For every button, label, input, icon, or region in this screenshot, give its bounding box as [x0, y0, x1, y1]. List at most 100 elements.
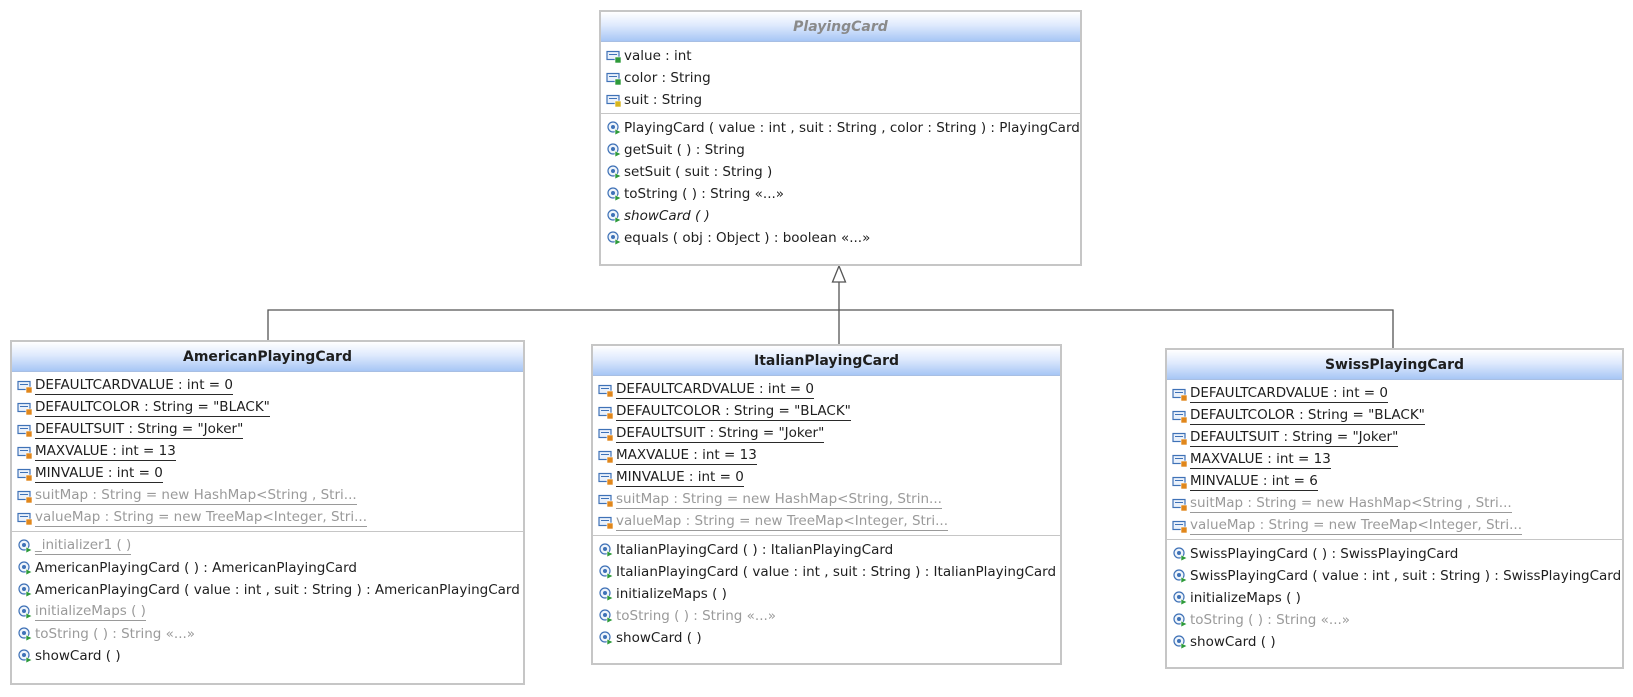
operation-text: showCard ( )	[624, 207, 710, 224]
attribute-compartment: DEFAULTCARDVALUE : int = 0 DEFAULTCOLOR :…	[12, 372, 523, 531]
operation-americanplayingcard[interactable]: AmericanPlayingCard ( ) : AmericanPlayin…	[12, 557, 523, 579]
field-icon	[1172, 410, 1188, 424]
operation-initializemaps[interactable]: initializeMaps ( )	[593, 583, 1060, 605]
attribute-text: MINVALUE : int = 0	[616, 469, 744, 487]
field-icon	[598, 516, 614, 530]
class-name: PlayingCard	[601, 12, 1080, 42]
method-icon	[607, 121, 622, 136]
method-icon	[599, 565, 614, 580]
attribute-text: MAXVALUE : int = 13	[35, 443, 176, 461]
method-icon	[607, 231, 622, 246]
method-icon	[599, 587, 614, 602]
field-icon	[598, 406, 614, 420]
operation-showcard[interactable]: showCard ( )	[593, 627, 1060, 649]
attribute-valuemap[interactable]: valueMap : String = new TreeMap<Integer,…	[1167, 515, 1622, 537]
method-icon	[18, 605, 33, 620]
operation-showcard[interactable]: showCard ( )	[12, 645, 523, 667]
field-icon	[598, 494, 614, 508]
attribute-text: DEFAULTSUIT : String = "Joker"	[35, 421, 244, 439]
class-name: ItalianPlayingCard	[593, 346, 1060, 376]
attribute-defaultcardvalue[interactable]: DEFAULTCARDVALUE : int = 0	[12, 375, 523, 397]
attribute-defaultcolor[interactable]: DEFAULTCOLOR : String = "BLACK"	[593, 401, 1060, 423]
attribute-text: suitMap : String = new HashMap<String , …	[1190, 495, 1512, 513]
field-icon	[598, 450, 614, 464]
attribute-text: suitMap : String = new HashMap<String, S…	[616, 491, 942, 509]
attribute-text: suitMap : String = new HashMap<String , …	[35, 487, 357, 505]
attribute-minvalue[interactable]: MINVALUE : int = 0	[593, 467, 1060, 489]
attribute-compartment: DEFAULTCARDVALUE : int = 0 DEFAULTCOLOR :…	[1167, 380, 1622, 539]
attribute-maxvalue[interactable]: MAXVALUE : int = 13	[1167, 449, 1622, 471]
attribute-defaultsuit[interactable]: DEFAULTSUIT : String = "Joker"	[593, 423, 1060, 445]
attribute-text: MAXVALUE : int = 13	[616, 447, 757, 465]
operation-swissplayingcard[interactable]: SwissPlayingCard ( value : int , suit : …	[1167, 565, 1622, 587]
operation-initializemaps[interactable]: initializeMaps ( )	[1167, 587, 1622, 609]
operation-showcard[interactable]: showCard ( )	[601, 205, 1080, 227]
operation-italianplayingcard[interactable]: ItalianPlayingCard ( value : int , suit …	[593, 561, 1060, 583]
attribute-defaultcolor[interactable]: DEFAULTCOLOR : String = "BLACK"	[12, 397, 523, 419]
operation-text: toString ( ) : String «...»	[35, 625, 196, 642]
operation-showcard[interactable]: showCard ( )	[1167, 631, 1622, 653]
operation-text: AmericanPlayingCard ( value : int , suit…	[35, 581, 520, 598]
method-icon	[599, 631, 614, 646]
attribute-text: MINVALUE : int = 0	[35, 465, 163, 483]
field-icon	[598, 472, 614, 486]
operation-tostring[interactable]: toString ( ) : String «...»	[12, 623, 523, 645]
operation-setsuit[interactable]: setSuit ( suit : String )	[601, 161, 1080, 183]
operation-equals[interactable]: equals ( obj : Object ) : boolean «...»	[601, 227, 1080, 249]
operation-swissplayingcard[interactable]: SwissPlayingCard ( ) : SwissPlayingCard	[1167, 543, 1622, 565]
attribute-valuemap[interactable]: valueMap : String = new TreeMap<Integer,…	[12, 507, 523, 529]
operation-text: getSuit ( ) : String	[624, 141, 745, 158]
attribute-text: DEFAULTCARDVALUE : int = 0	[616, 381, 814, 399]
operation-playingcard[interactable]: PlayingCard ( value : int , suit : Strin…	[601, 117, 1080, 139]
field-icon	[606, 72, 622, 86]
attribute-text: valueMap : String = new TreeMap<Integer,…	[1190, 517, 1522, 535]
attribute-defaultsuit[interactable]: DEFAULTSUIT : String = "Joker"	[12, 419, 523, 441]
attribute-minvalue[interactable]: MINVALUE : int = 6	[1167, 471, 1622, 493]
method-icon	[18, 649, 33, 664]
attribute-text: MAXVALUE : int = 13	[1190, 451, 1331, 469]
operation-text: toString ( ) : String «...»	[1190, 611, 1351, 628]
attribute-text: DEFAULTCOLOR : String = "BLACK"	[35, 399, 270, 417]
field-icon	[17, 380, 33, 394]
field-icon	[598, 384, 614, 398]
attribute-suit[interactable]: suit : String	[601, 89, 1080, 111]
operation-tostring[interactable]: toString ( ) : String «...»	[1167, 609, 1622, 631]
attribute-text: DEFAULTCOLOR : String = "BLACK"	[1190, 407, 1425, 425]
attribute-defaultcardvalue[interactable]: DEFAULTCARDVALUE : int = 0	[593, 379, 1060, 401]
operation-text: equals ( obj : Object ) : boolean «...»	[624, 229, 871, 246]
operation-text: SwissPlayingCard ( value : int , suit : …	[1190, 567, 1622, 584]
attribute-suitmap[interactable]: suitMap : String = new HashMap<String, S…	[593, 489, 1060, 511]
operation-italianplayingcard[interactable]: ItalianPlayingCard ( ) : ItalianPlayingC…	[593, 539, 1060, 561]
operation-initializemaps[interactable]: initializeMaps ( )	[12, 601, 523, 623]
method-icon	[1173, 569, 1188, 584]
attribute-defaultsuit[interactable]: DEFAULTSUIT : String = "Joker"	[1167, 427, 1622, 449]
operation-americanplayingcard[interactable]: AmericanPlayingCard ( value : int , suit…	[12, 579, 523, 601]
operation-text: toString ( ) : String «...»	[624, 185, 785, 202]
attribute-valuemap[interactable]: valueMap : String = new TreeMap<Integer,…	[593, 511, 1060, 533]
attribute-defaultcolor[interactable]: DEFAULTCOLOR : String = "BLACK"	[1167, 405, 1622, 427]
attribute-suitmap[interactable]: suitMap : String = new HashMap<String , …	[1167, 493, 1622, 515]
attribute-color[interactable]: color : String	[601, 67, 1080, 89]
attribute-minvalue[interactable]: MINVALUE : int = 0	[12, 463, 523, 485]
attribute-value[interactable]: value : int	[601, 45, 1080, 67]
operation-text: SwissPlayingCard ( ) : SwissPlayingCard	[1190, 545, 1459, 562]
attribute-maxvalue[interactable]: MAXVALUE : int = 13	[12, 441, 523, 463]
attribute-text: suit : String	[624, 91, 703, 108]
operation-initializer1[interactable]: _initializer1 ( )	[12, 535, 523, 557]
attribute-suitmap[interactable]: suitMap : String = new HashMap<String , …	[12, 485, 523, 507]
operation-getsuit[interactable]: getSuit ( ) : String	[601, 139, 1080, 161]
operation-tostring[interactable]: toString ( ) : String «...»	[601, 183, 1080, 205]
attribute-compartment: DEFAULTCARDVALUE : int = 0 DEFAULTCOLOR :…	[593, 376, 1060, 535]
attribute-defaultcardvalue[interactable]: DEFAULTCARDVALUE : int = 0	[1167, 383, 1622, 405]
method-icon	[599, 543, 614, 558]
operation-tostring[interactable]: toString ( ) : String «...»	[593, 605, 1060, 627]
operation-compartment: PlayingCard ( value : int , suit : Strin…	[601, 113, 1080, 251]
attribute-maxvalue[interactable]: MAXVALUE : int = 13	[593, 445, 1060, 467]
operation-text: ItalianPlayingCard ( value : int , suit …	[616, 563, 1057, 580]
